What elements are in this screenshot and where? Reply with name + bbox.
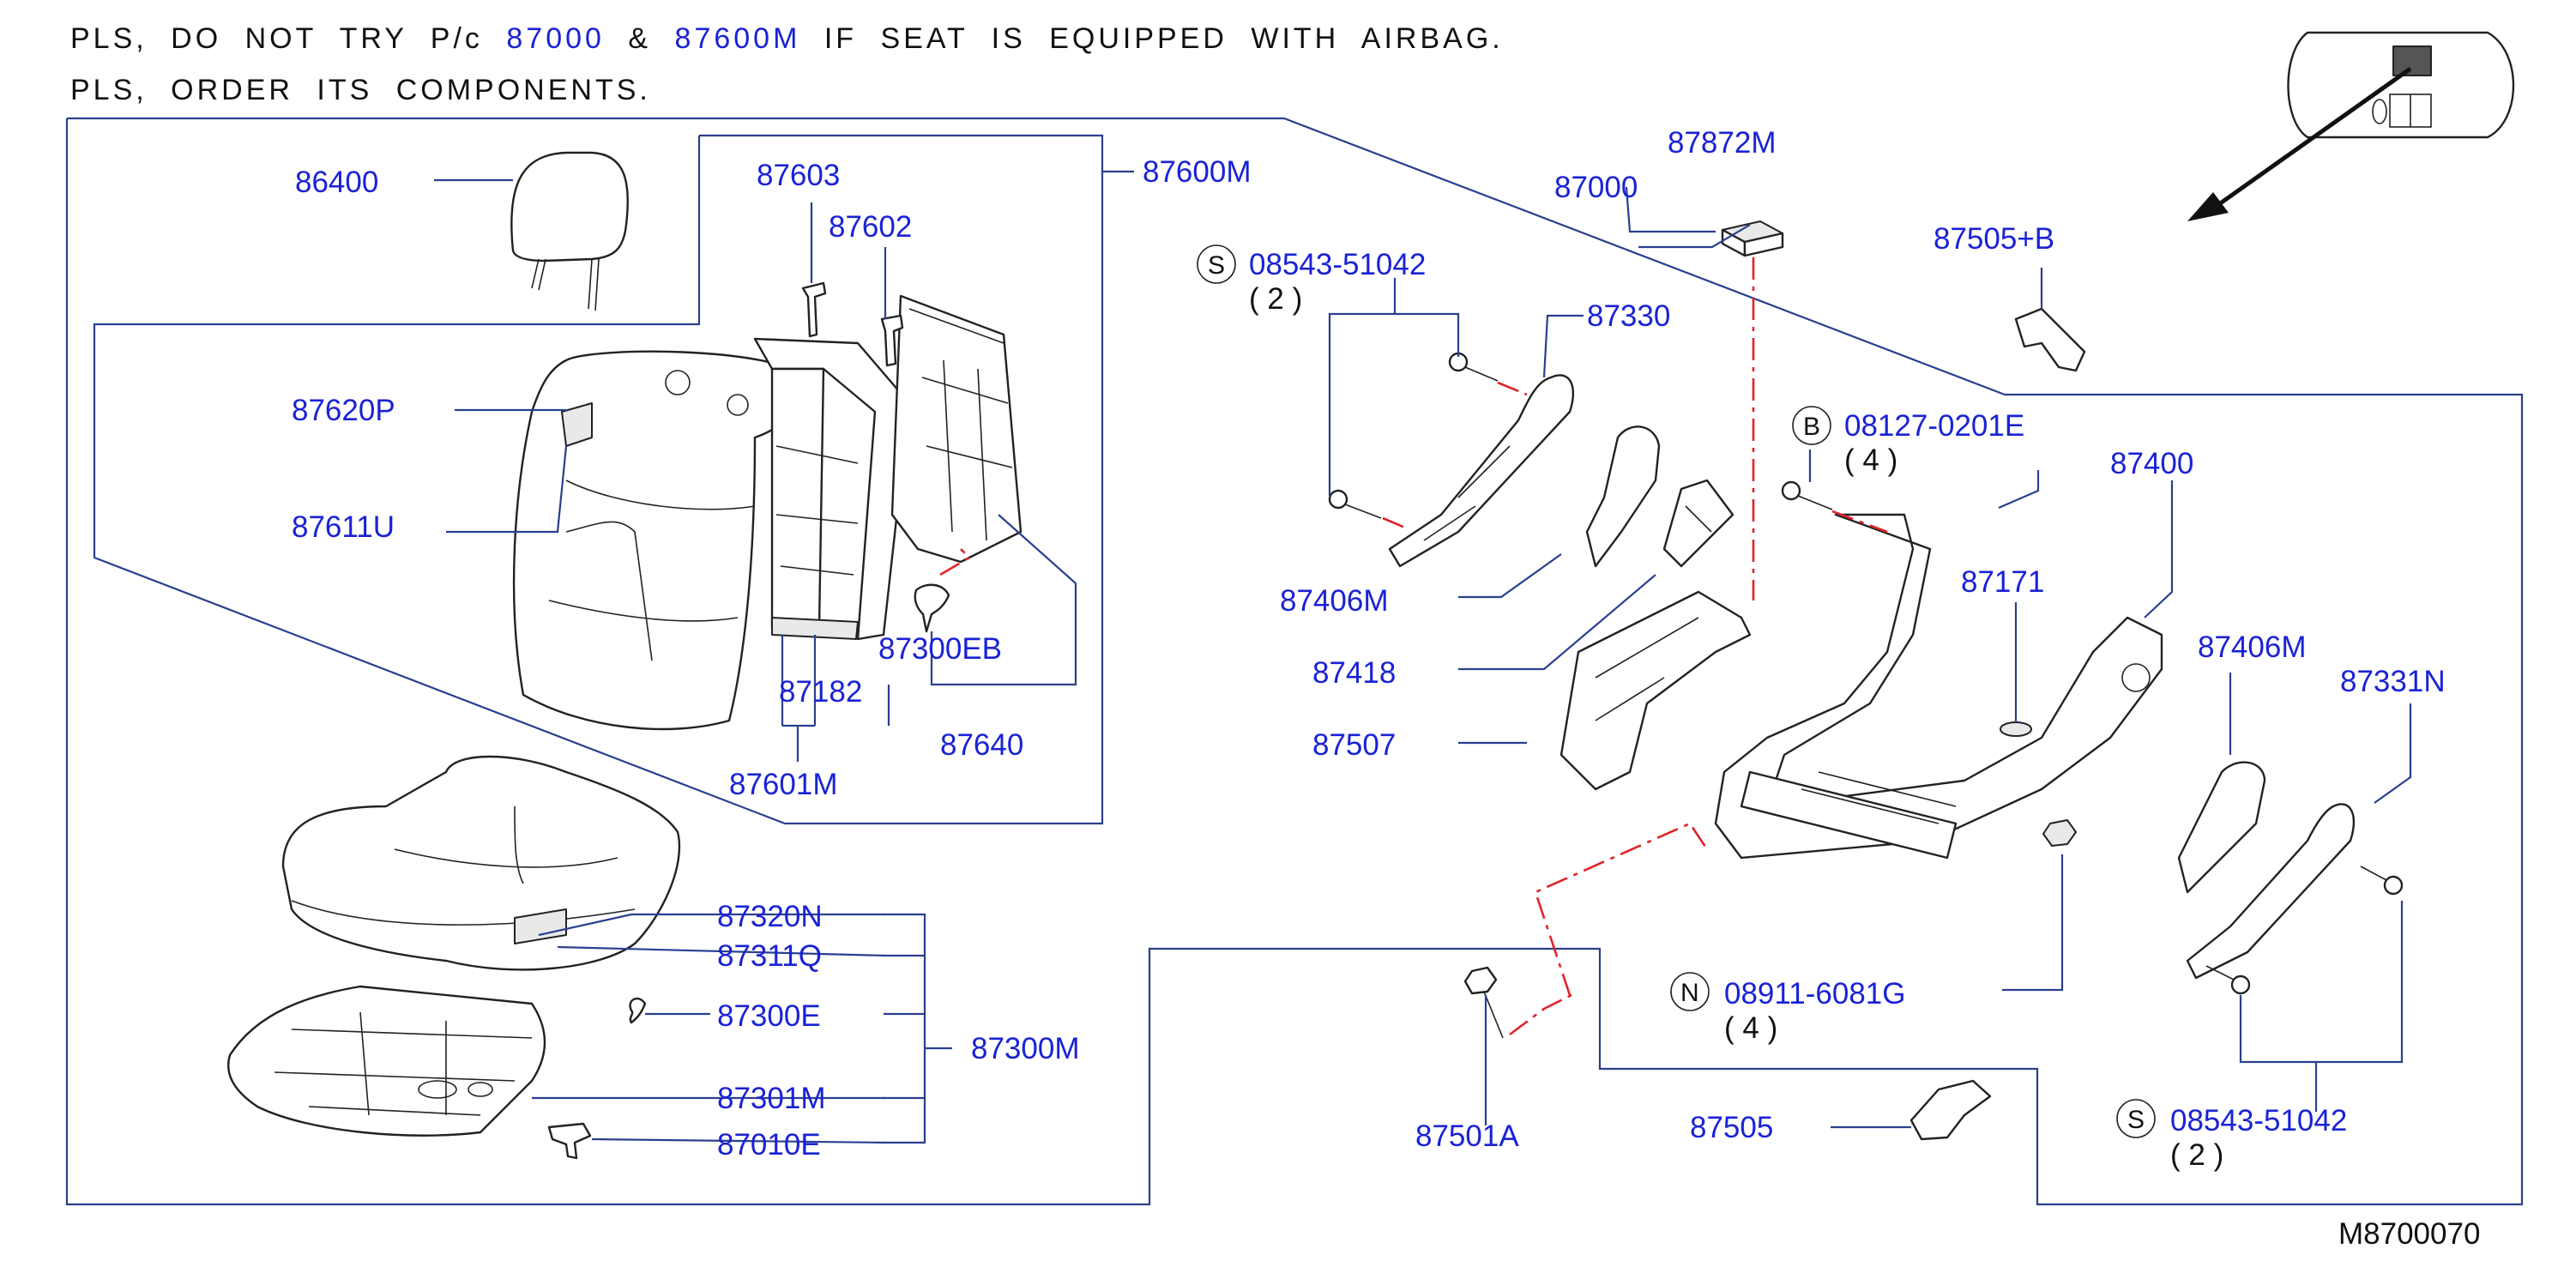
qty-bolt-s-upper: ( 2 ) (1249, 282, 1302, 316)
centerline (1831, 510, 1888, 534)
view-direction-icon (2187, 31, 2515, 221)
circle-mark-b: B (1792, 406, 1831, 445)
order-components-note: PLS, ORDER ITS COMPONENTS. (70, 74, 651, 106)
label-87640[interactable]: 87640 (940, 728, 1023, 762)
label-87406M-right[interactable]: 87406M (2198, 630, 2306, 664)
part-87507[interactable] (1559, 590, 1752, 791)
note-part-87000[interactable]: 87000 (506, 22, 605, 55)
seatback-frame-part[interactable] (753, 337, 911, 641)
seat-track-87400-part[interactable] (1714, 513, 2163, 860)
nut-n-part[interactable] (2042, 819, 2077, 847)
bolt-s-upper-part[interactable] (1448, 352, 1499, 382)
label-nut-n[interactable]: 08911-6081G (1724, 977, 1905, 1011)
qty-bolt-s-right: ( 2 ) (2170, 1138, 2223, 1172)
trim-cover-87330-part[interactable] (1388, 374, 1574, 568)
label-87301M[interactable]: 87301M (717, 1082, 825, 1115)
note-text: PLS, DO NOT TRY P/c (70, 22, 483, 55)
cap-87872M-part[interactable] (1721, 220, 1784, 257)
clip-87010E-part[interactable] (547, 1122, 592, 1160)
boundary-outer (65, 117, 2524, 1206)
centerline (1497, 381, 1528, 396)
boundary-seatback (93, 134, 1104, 825)
label-bolt-s-upper[interactable]: 08543-51042 (1249, 248, 1426, 281)
centerline (939, 548, 972, 576)
headrest-part[interactable] (510, 151, 629, 311)
note-part-87600M[interactable]: 87600M (674, 22, 801, 55)
label-87000[interactable]: 87000 (1554, 171, 1638, 204)
label-87400[interactable]: 87400 (2110, 447, 2193, 480)
bracket-87505-part[interactable] (1909, 1079, 1992, 1141)
label-87300E[interactable]: 87300E (717, 999, 821, 1033)
label-87418[interactable]: 87418 (1312, 656, 1396, 690)
label-87601M[interactable]: 87601M (729, 768, 837, 801)
label-bolt-b[interactable]: 08127-0201E (1844, 409, 2024, 443)
label-87171[interactable]: 87171 (1961, 565, 2044, 599)
label-87611U[interactable]: 87611U (292, 510, 395, 544)
seat-cushion-part[interactable] (281, 755, 681, 971)
leader-lines (434, 170, 2412, 1144)
label-87320N[interactable]: 87320N (717, 900, 823, 933)
note-text: & (628, 22, 652, 55)
part-labels: 86400 87603 87602 87600M 87620P 87611U 8… (292, 126, 2480, 1251)
centerline (1509, 822, 1709, 1036)
clip-87602-part[interactable] (880, 314, 904, 367)
label-87182[interactable]: 87182 (779, 675, 862, 709)
part-87418[interactable] (1662, 479, 1734, 568)
label-87331N[interactable]: 87331N (2340, 665, 2446, 698)
label-87505[interactable]: 87505 (1690, 1111, 1773, 1144)
label-87311Q[interactable]: 87311Q (717, 939, 822, 973)
qty-nut-n: ( 4 ) (1724, 1011, 1777, 1045)
part-87171[interactable] (2000, 721, 2032, 737)
seatback-cushion-part[interactable] (512, 350, 809, 731)
svg-text:N: N (1680, 979, 1699, 1007)
circle-mark-s-upper: S (1197, 244, 1236, 284)
note-text: IF SEAT IS EQUIPPED WITH AIRBAG. (823, 22, 1504, 55)
label-87505B[interactable]: 87505+B (1934, 222, 2054, 256)
label-87872M[interactable]: 87872M (1668, 126, 1776, 160)
circle-mark-s-right: S (2116, 1099, 2156, 1138)
label-86400[interactable]: 86400 (295, 166, 378, 199)
clip-87603-part[interactable] (801, 281, 827, 338)
bolt-b-part[interactable] (1781, 480, 1833, 510)
label-87507[interactable]: 87507 (1312, 728, 1396, 762)
bolt-s-right-lower-part[interactable] (2205, 965, 2251, 995)
label-87300M[interactable]: 87300M (971, 1032, 1079, 1065)
diagram-reference-code: M8700070 (2338, 1217, 2480, 1251)
airbag-warning-note: PLS, DO NOT TRY P/c 87000 & 87600M IF SE… (70, 22, 1504, 56)
clip-87300E-part[interactable] (629, 997, 647, 1024)
bracket-87406M-right-part[interactable] (2177, 761, 2266, 894)
label-87330[interactable]: 87330 (1587, 299, 1670, 333)
label-87010E[interactable]: 87010E (717, 1128, 821, 1161)
label-87300EB[interactable]: 87300EB (878, 632, 1002, 666)
clip-87300EB-part[interactable] (914, 583, 950, 633)
bolt-87501A-part[interactable] (1463, 966, 1504, 1039)
label-87620P[interactable]: 87620P (292, 394, 395, 427)
label-bolt-s-right[interactable]: 08543-51042 (2170, 1104, 2347, 1137)
bracket-87505B-part[interactable] (2014, 307, 2086, 372)
svg-text:S: S (2127, 1106, 2145, 1134)
svg-text:S: S (1208, 251, 1225, 280)
centerline (1382, 516, 1408, 530)
back-board-part[interactable] (890, 294, 1023, 564)
bolt-s-lower-part[interactable] (1328, 489, 1382, 519)
bolt-s-right-upper-part[interactable] (2360, 866, 2404, 896)
label-87406M-left[interactable]: 87406M (1280, 584, 1388, 618)
label-87600M[interactable]: 87600M (1143, 155, 1251, 189)
label-87603[interactable]: 87603 (757, 159, 840, 192)
seat-frame-part[interactable] (226, 985, 546, 1137)
label-87602[interactable]: 87602 (829, 210, 912, 244)
label-87501A[interactable]: 87501A (1415, 1119, 1519, 1153)
svg-text:B: B (1803, 413, 1820, 441)
circle-mark-n: N (1670, 972, 1710, 1011)
trim-cover-87331N-part[interactable] (2186, 803, 2356, 980)
bracket-87406M-left-part[interactable] (1585, 425, 1661, 568)
qty-bolt-b: ( 4 ) (1844, 443, 1897, 477)
